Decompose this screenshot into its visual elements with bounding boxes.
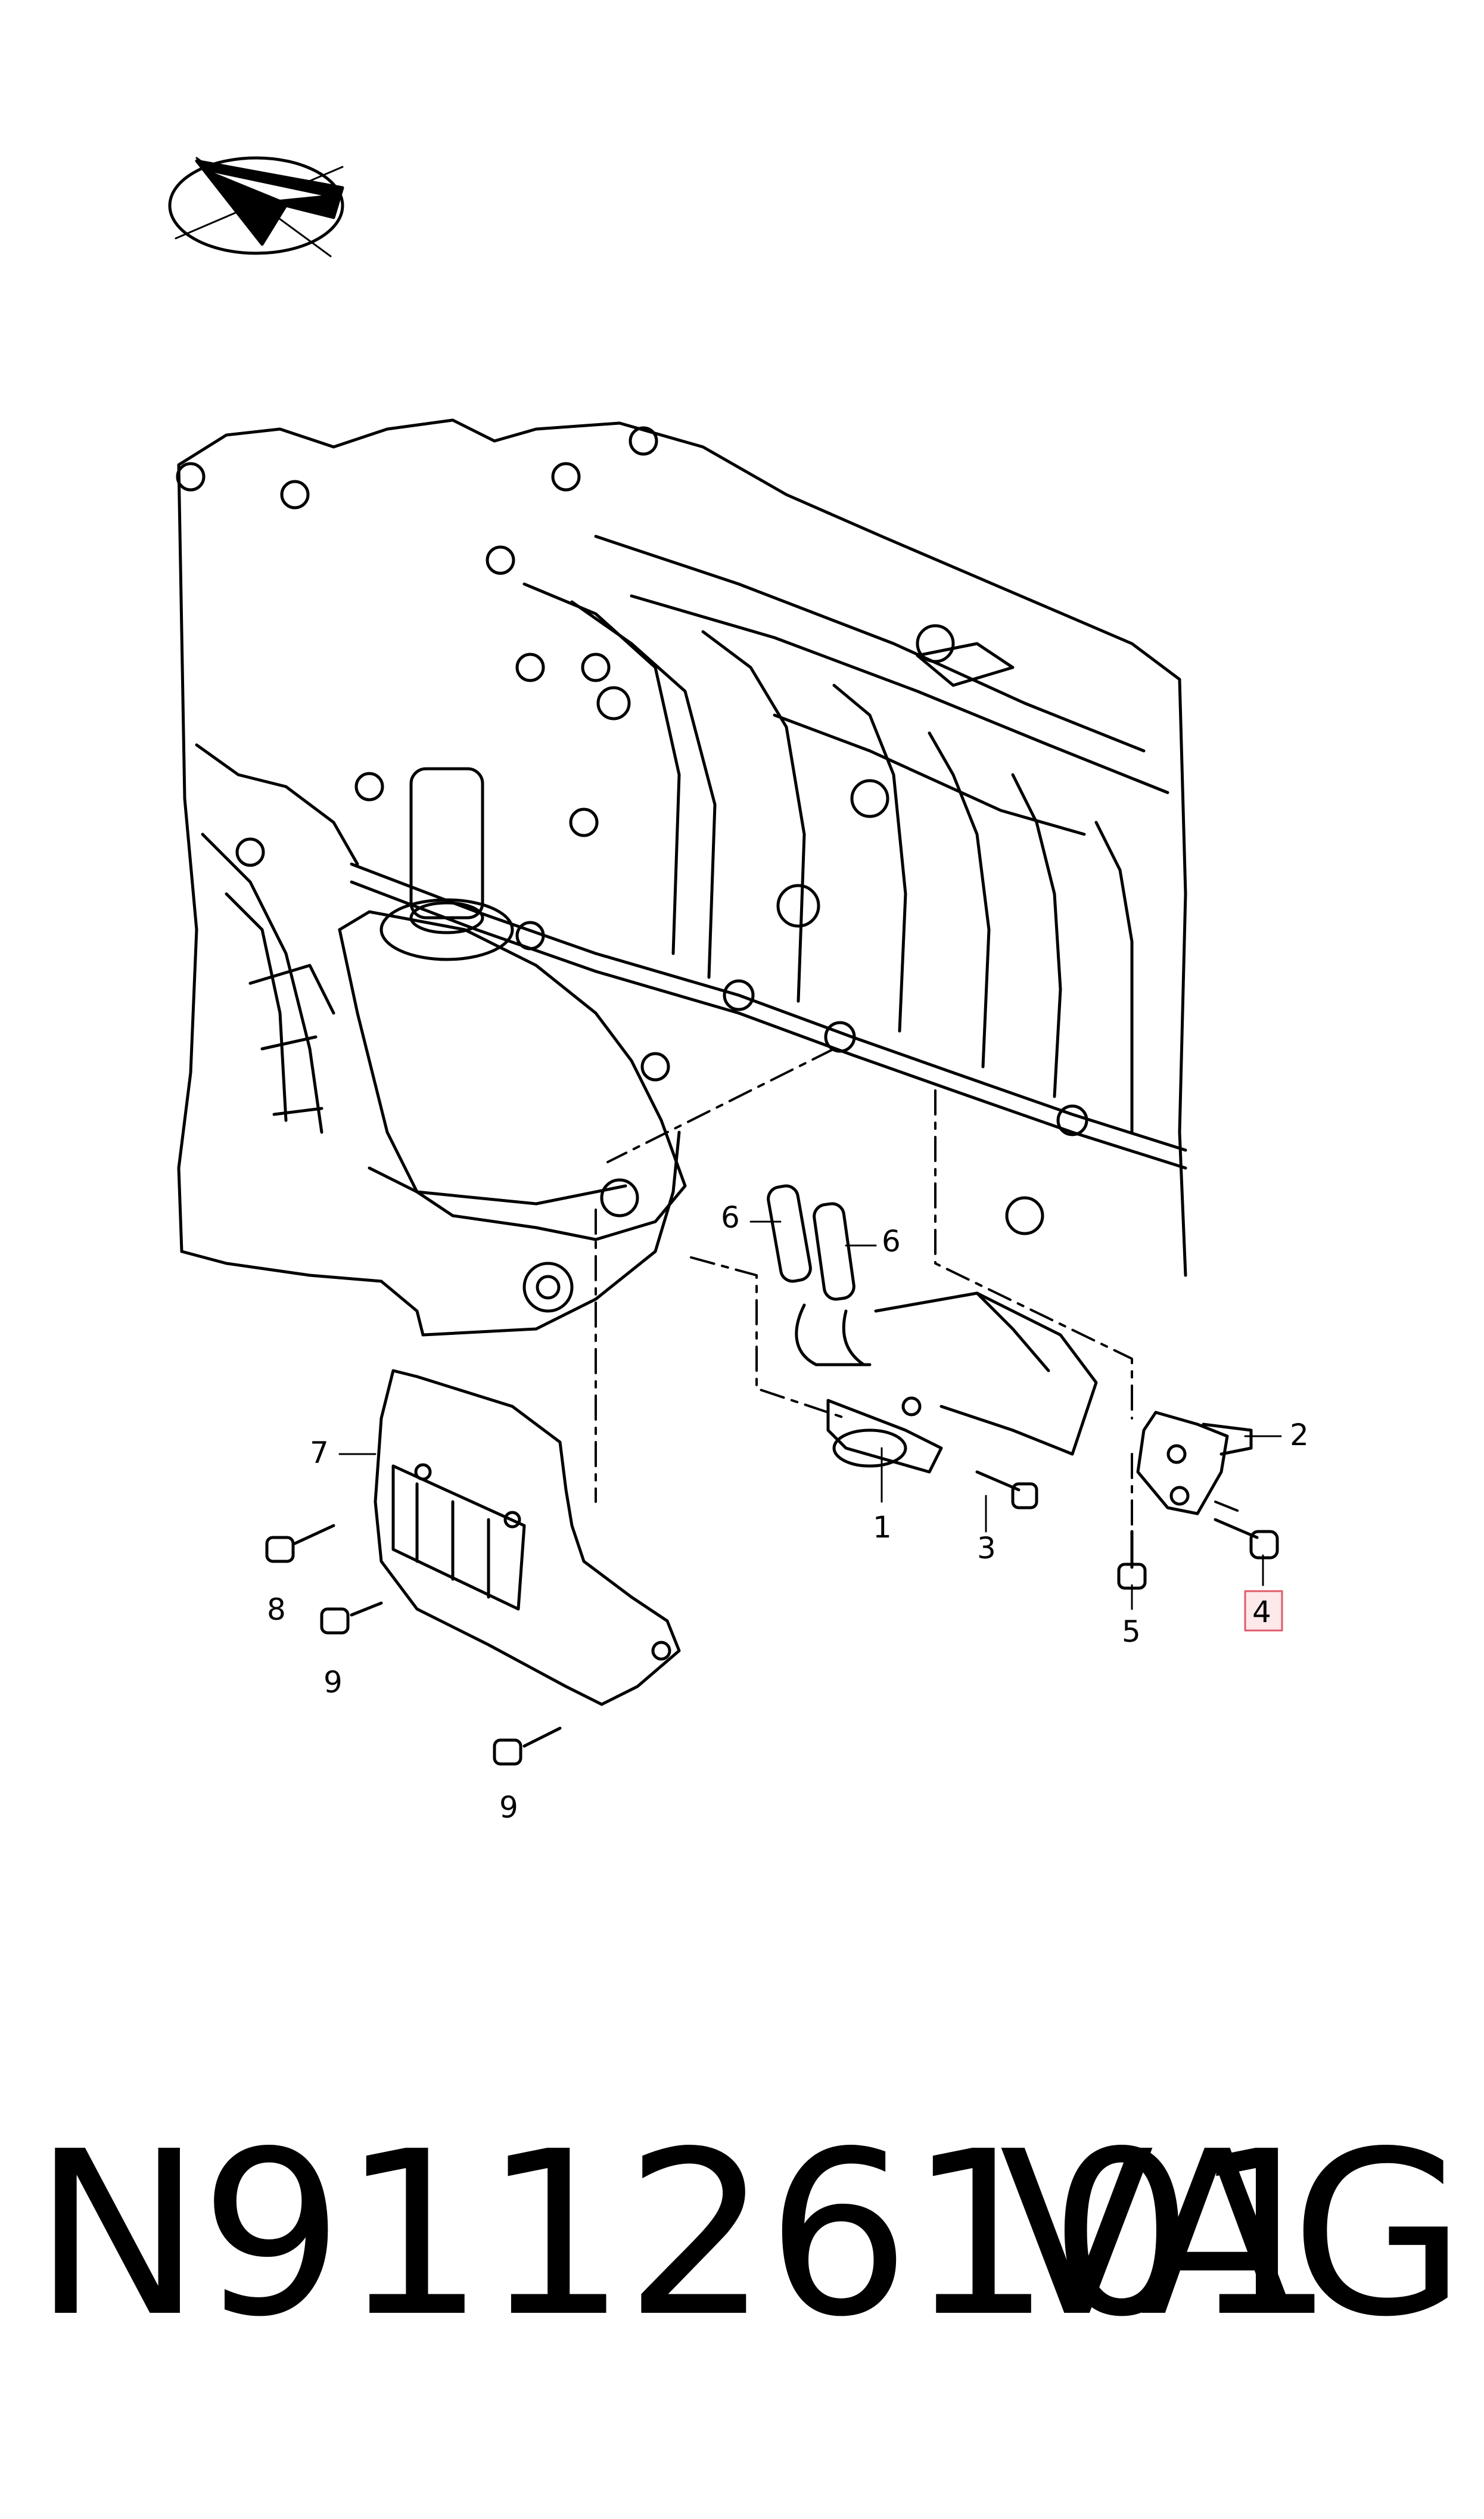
part-4-bolt	[1214, 1518, 1279, 1560]
callout-2: 2	[1290, 1418, 1309, 1452]
part-number: N91126101	[33, 2102, 1335, 2366]
part-9-bolt-lower	[493, 1726, 562, 1766]
footer: N91126101 VAG	[0, 2122, 1484, 2455]
callout-8: 8	[267, 1592, 286, 1627]
callout-1: 1	[873, 1510, 892, 1545]
part-3-bolt	[975, 1470, 1038, 1509]
leader-lines	[338, 1220, 1282, 1610]
part-9-bolt-upper	[320, 1601, 383, 1635]
part-2-bracket	[1136, 1411, 1253, 1515]
callout-4-highlighted: 4	[1244, 1590, 1283, 1632]
part-5-bolt	[1117, 1530, 1147, 1590]
callout-3: 3	[977, 1531, 996, 1566]
callout-9-upper: 9	[323, 1665, 343, 1700]
part-1-valve-assembly	[767, 1184, 1098, 1474]
brand-name: VAG	[999, 2102, 1466, 2366]
callout-9-lower: 9	[499, 1790, 518, 1825]
callout-6-right: 6	[882, 1224, 901, 1259]
callout-7: 7	[310, 1436, 329, 1470]
callout-6-left: 6	[721, 1200, 740, 1235]
part-8-bolt	[265, 1524, 335, 1563]
direction-arrow-icon	[168, 156, 344, 257]
callout-labels: 6 6 1 3 2 5 7 8 9 9	[267, 1200, 1309, 1825]
callout-4: 4	[1252, 1595, 1271, 1629]
transmission-housing	[176, 418, 1187, 1337]
part-7-heat-shield	[374, 1369, 681, 1706]
exploded-parts-diagram: 6 6 1 3 2 5 7 8 9 9 4	[168, 156, 1309, 1825]
assembly-lines	[595, 1048, 1246, 1563]
callout-5: 5	[1122, 1614, 1141, 1649]
